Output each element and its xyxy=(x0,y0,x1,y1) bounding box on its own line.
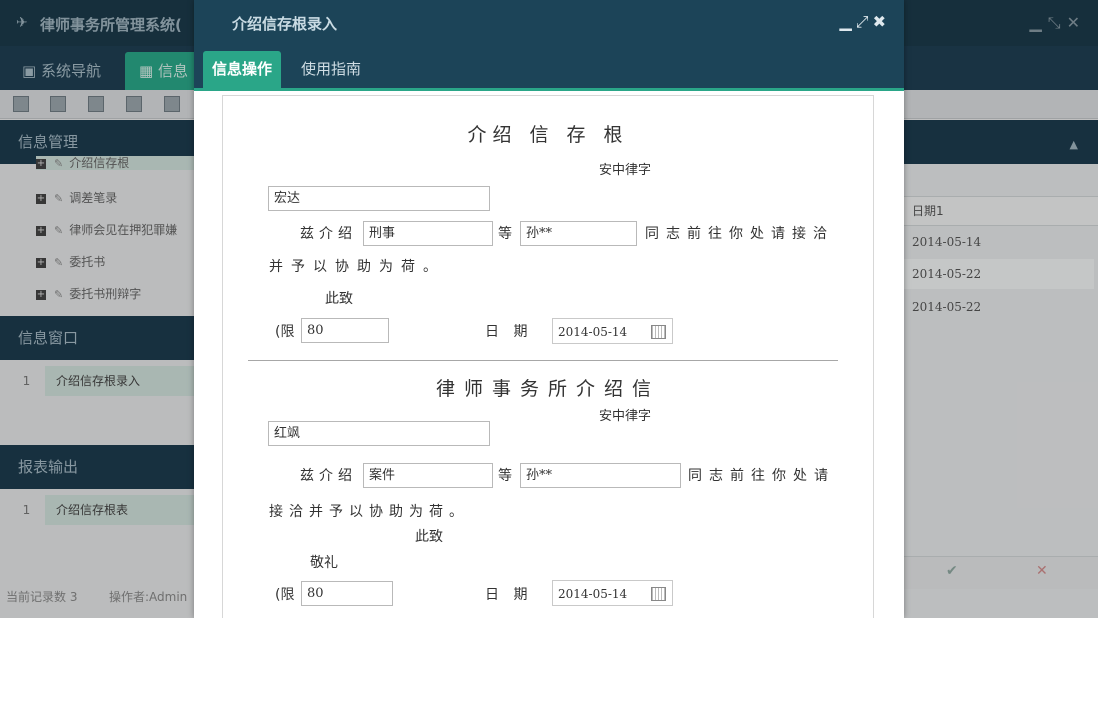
expand-icon[interactable]: + xyxy=(36,288,46,300)
tree-item-intro-stub[interactable]: +✎介绍信存根 xyxy=(36,156,194,170)
maximize-icon[interactable]: ⤢ xyxy=(855,12,873,31)
stub-limit-input[interactable]: 80 xyxy=(301,318,389,343)
letter-date-label: 日 期 xyxy=(485,587,533,603)
stub-recipient-input[interactable]: 宏达 xyxy=(268,186,490,211)
minimize-icon[interactable]: ▁ xyxy=(1029,13,1048,32)
app-title: 律师事务所管理系统( xyxy=(40,16,182,34)
stub-date-label: 日 期 xyxy=(485,324,533,340)
letter-text-limit: (限 xyxy=(275,587,295,603)
section-info-window[interactable]: 信息窗口 xyxy=(0,316,194,360)
stub-date-input[interactable]: 2014-05-14 xyxy=(552,318,673,344)
close-icon[interactable]: ✕ xyxy=(1066,13,1086,32)
letter-text-jingli: 敬礼 xyxy=(310,555,338,571)
tab-usage-guide[interactable]: 使用指南 xyxy=(301,60,362,78)
expand-icon[interactable]: + xyxy=(36,192,46,204)
stub-case-type-input[interactable]: 刑事 xyxy=(363,221,493,246)
operator-label: 操作者:Admin xyxy=(109,590,188,604)
close-icon[interactable]: ✖ xyxy=(872,12,890,31)
letter-text-go: 同志前往你处请 xyxy=(688,468,835,484)
table-row[interactable]: 2014-05-14 xyxy=(912,235,982,249)
letter-heading: 律师事务所介绍信 xyxy=(435,378,660,400)
dialog-title: 介绍信存根录入 xyxy=(232,15,338,33)
dialog-controls: ▁⤢✖ xyxy=(839,12,890,32)
tree-item-poa-criminal[interactable]: +✎委托书刑辩字 xyxy=(36,287,142,301)
letter-recipient-input[interactable]: 红飒 xyxy=(268,421,490,446)
expand-icon[interactable]: + xyxy=(36,224,46,236)
cancel-icon[interactable]: ✕ xyxy=(1036,563,1048,579)
letter-text-cizhi: 此致 xyxy=(415,529,443,545)
grid-icon: ▦ xyxy=(139,62,154,80)
tool-icon: ✎ xyxy=(54,192,64,205)
stub-text-limit: (限 xyxy=(275,324,295,340)
letter-text-intro: 兹介绍 xyxy=(300,468,357,484)
stub-text-cizhi: 此致 xyxy=(325,291,353,307)
letter-firm-label: 安中律字 xyxy=(599,409,652,424)
app-logo-icon: ✈ xyxy=(16,15,28,31)
letter-form: 介绍 信 存 根 安中律字 宏达 兹介绍 刑事 等 孙** 同志前往你处请接洽 … xyxy=(222,95,874,618)
tree-item-power-of-attorney[interactable]: +✎委托书 xyxy=(36,255,106,269)
table-row[interactable]: 2014-05-22 xyxy=(912,300,982,314)
section-divider xyxy=(248,360,838,361)
tool-icon: ✎ xyxy=(54,224,64,237)
expand-icon[interactable]: + xyxy=(36,256,46,268)
intro-letter-dialog: 介绍信存根录入 ▁⤢✖ 信息操作 使用指南 介绍 信 存 根 安中律字 宏达 兹… xyxy=(194,0,904,618)
stub-person-input[interactable]: 孙** xyxy=(520,221,637,246)
collapse-icon[interactable]: ▲ xyxy=(1069,138,1078,151)
letter-person-input[interactable]: 孙** xyxy=(520,463,681,488)
report-item-intro-table[interactable]: 1 介绍信存根表 xyxy=(8,495,194,525)
record-count: 当前记录数 3 xyxy=(6,590,78,604)
minimize-icon[interactable]: ▁ xyxy=(839,12,856,31)
stub-text-go: 同志前往你处请接洽 xyxy=(645,226,834,242)
export-icon[interactable] xyxy=(164,96,180,112)
users-icon[interactable] xyxy=(126,96,142,112)
grid-header: ▲ xyxy=(904,120,1098,164)
data-grid-panel: ▲ 日期1 2014-05-14 2014-05-22 2014-05-22 ✔… xyxy=(904,120,1098,618)
stub-firm-label: 安中律字 xyxy=(599,163,652,178)
monitor-icon: ▣ xyxy=(22,62,37,80)
tool-icon: ✎ xyxy=(54,256,64,269)
nav-tab-system[interactable]: ▣ 系统导航 xyxy=(22,62,101,80)
expand-icon[interactable]: + xyxy=(36,157,46,169)
letter-date-input[interactable]: 2014-05-14 xyxy=(552,580,673,606)
tree-item-investigation[interactable]: +✎调差笔录 xyxy=(36,191,118,205)
tool-icon: ✎ xyxy=(54,288,64,301)
confirm-icon[interactable]: ✔ xyxy=(946,563,958,579)
tree-item-meeting[interactable]: +✎律师会见在押犯罪嫌 xyxy=(36,223,178,237)
tool-icon: ✎ xyxy=(54,157,64,170)
stub-heading: 介绍 信 存 根 xyxy=(467,124,629,146)
stub-text-deng: 等 xyxy=(498,226,517,242)
table-row[interactable]: 2014-05-22 xyxy=(904,259,1094,289)
letter-case-type-input[interactable]: 案件 xyxy=(363,463,493,488)
list-icon[interactable] xyxy=(50,96,66,112)
stub-text-assist: 并予以协助为荷。 xyxy=(269,259,445,275)
document-icon[interactable] xyxy=(88,96,104,112)
letter-limit-input[interactable]: 80 xyxy=(301,581,393,606)
restore-icon[interactable]: ⤡ xyxy=(1047,13,1067,32)
letter-text-deng: 等 xyxy=(498,468,517,484)
tab-info-operation[interactable]: 信息操作 xyxy=(203,51,282,88)
grid-button-bar: ✔ ✕ xyxy=(904,556,1098,589)
app-window: ✈ 律师事务所管理系统( ▁⤡✕ ▣ 系统导航 ▦ 信息 信息管理 +✎介绍信存… xyxy=(0,0,1098,618)
letter-text-assist: 接洽并予以协助为荷。 xyxy=(269,504,469,520)
dialog-tabs: 信息操作 使用指南 xyxy=(194,44,904,91)
app-window-controls[interactable]: ▁⤡✕ xyxy=(1029,13,1086,33)
window-item-intro-entry[interactable]: 1 介绍信存根录入 xyxy=(8,366,194,396)
search-doc-icon[interactable] xyxy=(13,96,29,112)
section-report[interactable]: 报表输出 xyxy=(0,445,194,489)
calendar-icon[interactable] xyxy=(651,587,666,601)
sidebar: 信息管理 +✎介绍信存根 +✎调差笔录 +✎律师会见在押犯罪嫌 +✎委托书 +✎… xyxy=(0,120,194,618)
column-header-date[interactable]: 日期1 xyxy=(904,196,1098,226)
stub-text-intro: 兹介绍 xyxy=(300,226,357,242)
calendar-icon[interactable] xyxy=(651,325,666,339)
dialog-titlebar: 介绍信存根录入 ▁⤢✖ xyxy=(194,0,904,44)
nav-tab-info[interactable]: ▦ 信息 xyxy=(125,52,202,90)
